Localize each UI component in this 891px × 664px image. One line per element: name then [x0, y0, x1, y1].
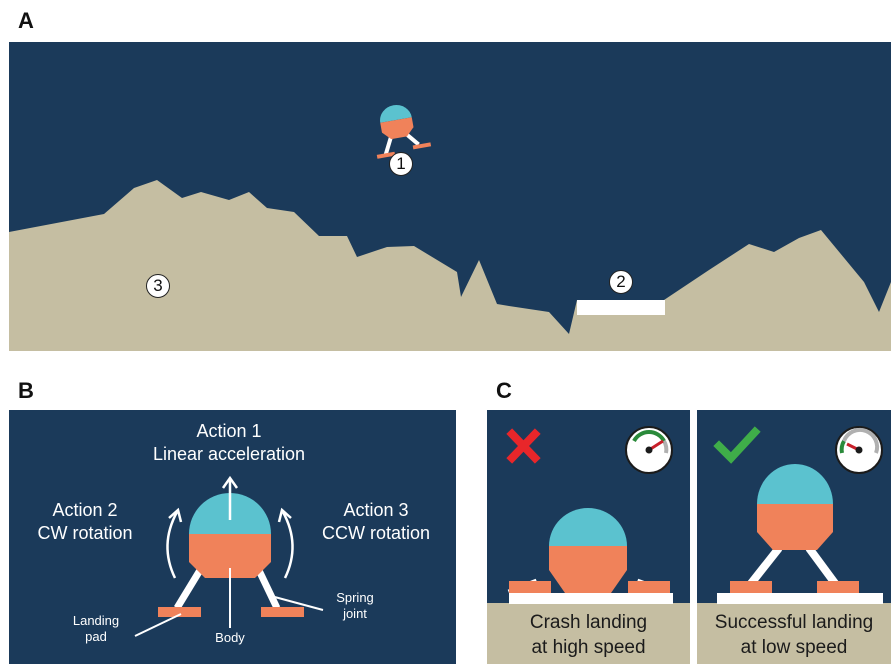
- landing-pad-callout-line1: Landing: [72, 613, 120, 628]
- lander-landed: [730, 464, 859, 593]
- spring-joint-callout: Spring joint: [330, 590, 380, 623]
- lander-body: [189, 534, 271, 578]
- landing-pad-callout: Landing pad: [66, 613, 126, 646]
- action-3-title: Action 3: [343, 500, 409, 520]
- spring-joint-callout-line1: Spring: [336, 590, 374, 605]
- action-2-label: Action 2 CW rotation: [20, 499, 150, 544]
- landing-zone: [509, 593, 673, 604]
- landing-pad-callout-line2: pad: [85, 629, 107, 645]
- lander-crashed: [507, 508, 670, 597]
- crash-caption: Crash landing at high speed: [487, 611, 690, 660]
- crash-landing-panel: [487, 410, 690, 664]
- check-icon: [713, 426, 761, 464]
- landing-pad-right: [261, 607, 304, 617]
- cross-icon: [506, 428, 541, 464]
- action-2-description: CW rotation: [37, 522, 133, 543]
- successful-landing-panel: [697, 410, 891, 664]
- success-caption: Successful landing at low speed: [697, 611, 891, 660]
- speedometer-icon: [625, 426, 673, 474]
- landing-zone: [717, 593, 883, 604]
- marker-lander: 1: [389, 152, 413, 176]
- lander: [376, 104, 432, 159]
- crash-caption-line2: at high speed: [531, 636, 646, 658]
- ground: [487, 603, 690, 664]
- action-3-label: Action 3 CCW rotation: [306, 499, 446, 544]
- lander-diagram: [134, 475, 324, 637]
- ground: [697, 603, 891, 664]
- panel-b-label: B: [18, 378, 34, 403]
- landing-pad-left: [158, 607, 201, 617]
- panel-a-label: A: [18, 8, 34, 33]
- speedometer-icon: [835, 426, 883, 474]
- environment-scene: [9, 42, 891, 351]
- spring-joint-callout-line2: joint: [343, 606, 367, 622]
- landing-zone: [577, 300, 665, 315]
- action-2-title: Action 2: [52, 500, 118, 520]
- marker-terrain: 3: [146, 274, 170, 298]
- body-callout: Body: [215, 630, 245, 645]
- action-1-description: Linear acceleration: [152, 443, 306, 464]
- action-3-description: CCW rotation: [321, 522, 431, 543]
- terrain: [9, 180, 891, 351]
- crash-caption-line1: Crash landing: [529, 612, 648, 633]
- action-1-label: Action 1 Linear acceleration: [129, 420, 329, 465]
- panel-c-label: C: [496, 378, 512, 403]
- success-caption-line1: Successful landing: [714, 612, 874, 633]
- success-caption-line2: at low speed: [740, 636, 848, 658]
- action-1-title: Action 1: [196, 421, 262, 441]
- marker-landing-zone: 2: [609, 270, 633, 294]
